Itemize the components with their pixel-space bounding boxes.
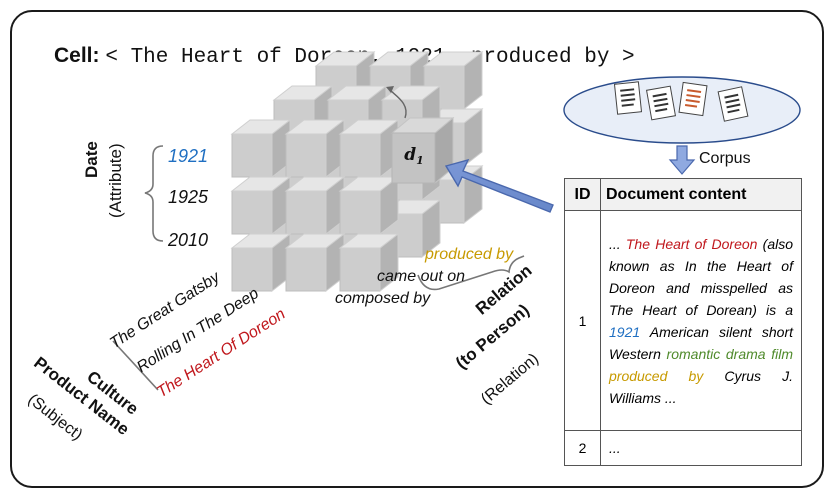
document-icon [645, 85, 677, 121]
content-segment: The Heart of Doreon [625, 235, 758, 252]
content-segment: 1921 [609, 323, 641, 340]
table-cell-content: ... [600, 430, 802, 466]
document-table: ID Document content 1... The Heart of Do… [564, 178, 802, 466]
highlight-cube: d1 [390, 116, 455, 185]
date-value-1925: 1925 [168, 187, 209, 207]
grid-cube [230, 118, 292, 179]
content-segment: ... [609, 235, 626, 252]
relation-brace [417, 255, 525, 291]
date-value-2010: 2010 [168, 230, 209, 250]
grid-cube [338, 118, 400, 179]
extract-arrow [389, 89, 407, 119]
table-header-row: ID Document content [564, 178, 802, 211]
content-segment: Cyrus J. Williams ... [609, 367, 793, 406]
document-icon [717, 86, 749, 122]
relation-value-composed-by: composed by [335, 290, 431, 307]
table-row: 2... [564, 430, 802, 466]
highlight-cube-label: d1 [404, 145, 424, 167]
date-brace [144, 145, 164, 242]
document-icon-highlighted [678, 81, 708, 117]
table-cell-id: 2 [564, 430, 601, 466]
date-axis-title: Date [82, 141, 101, 178]
cell-key: Cell: [54, 44, 100, 67]
grid-cube [284, 175, 346, 236]
table-cell-content: ... The Heart of Doreon (also known as I… [600, 210, 802, 431]
corpus-label: Corpus [699, 150, 751, 167]
table-header-id: ID [564, 178, 601, 211]
relation-value-came-out-on: came out on [377, 268, 466, 285]
content-segment: American silent short Western [609, 323, 793, 362]
content-segment: (also known as In the Heart of Doreon an… [609, 235, 794, 318]
grid-cube [284, 232, 346, 293]
table-header-content: Document content [600, 178, 802, 211]
subject-brace [112, 340, 159, 391]
relation-value-produced-by: produced by [425, 246, 514, 263]
date-value-1921: 1921 [168, 146, 209, 166]
table-row: 1... The Heart of Doreon (also known as … [564, 210, 802, 431]
table-cell-id: 1 [564, 210, 601, 431]
grid-cube [230, 232, 292, 293]
figure-frame [10, 10, 824, 488]
grid-cube [338, 232, 400, 293]
date-axis-subtitle: (Attribute) [106, 143, 125, 218]
retrieval-arrow [444, 158, 554, 213]
grid-cube [230, 175, 292, 236]
corpus-down-arrow [668, 145, 696, 175]
grid-cube [338, 175, 400, 236]
grid-cube [284, 118, 346, 179]
content-segment: ... [609, 440, 621, 456]
content-segment: romantic drama film [666, 345, 794, 362]
content-segment: produced by [609, 367, 704, 384]
document-icon [613, 81, 643, 115]
